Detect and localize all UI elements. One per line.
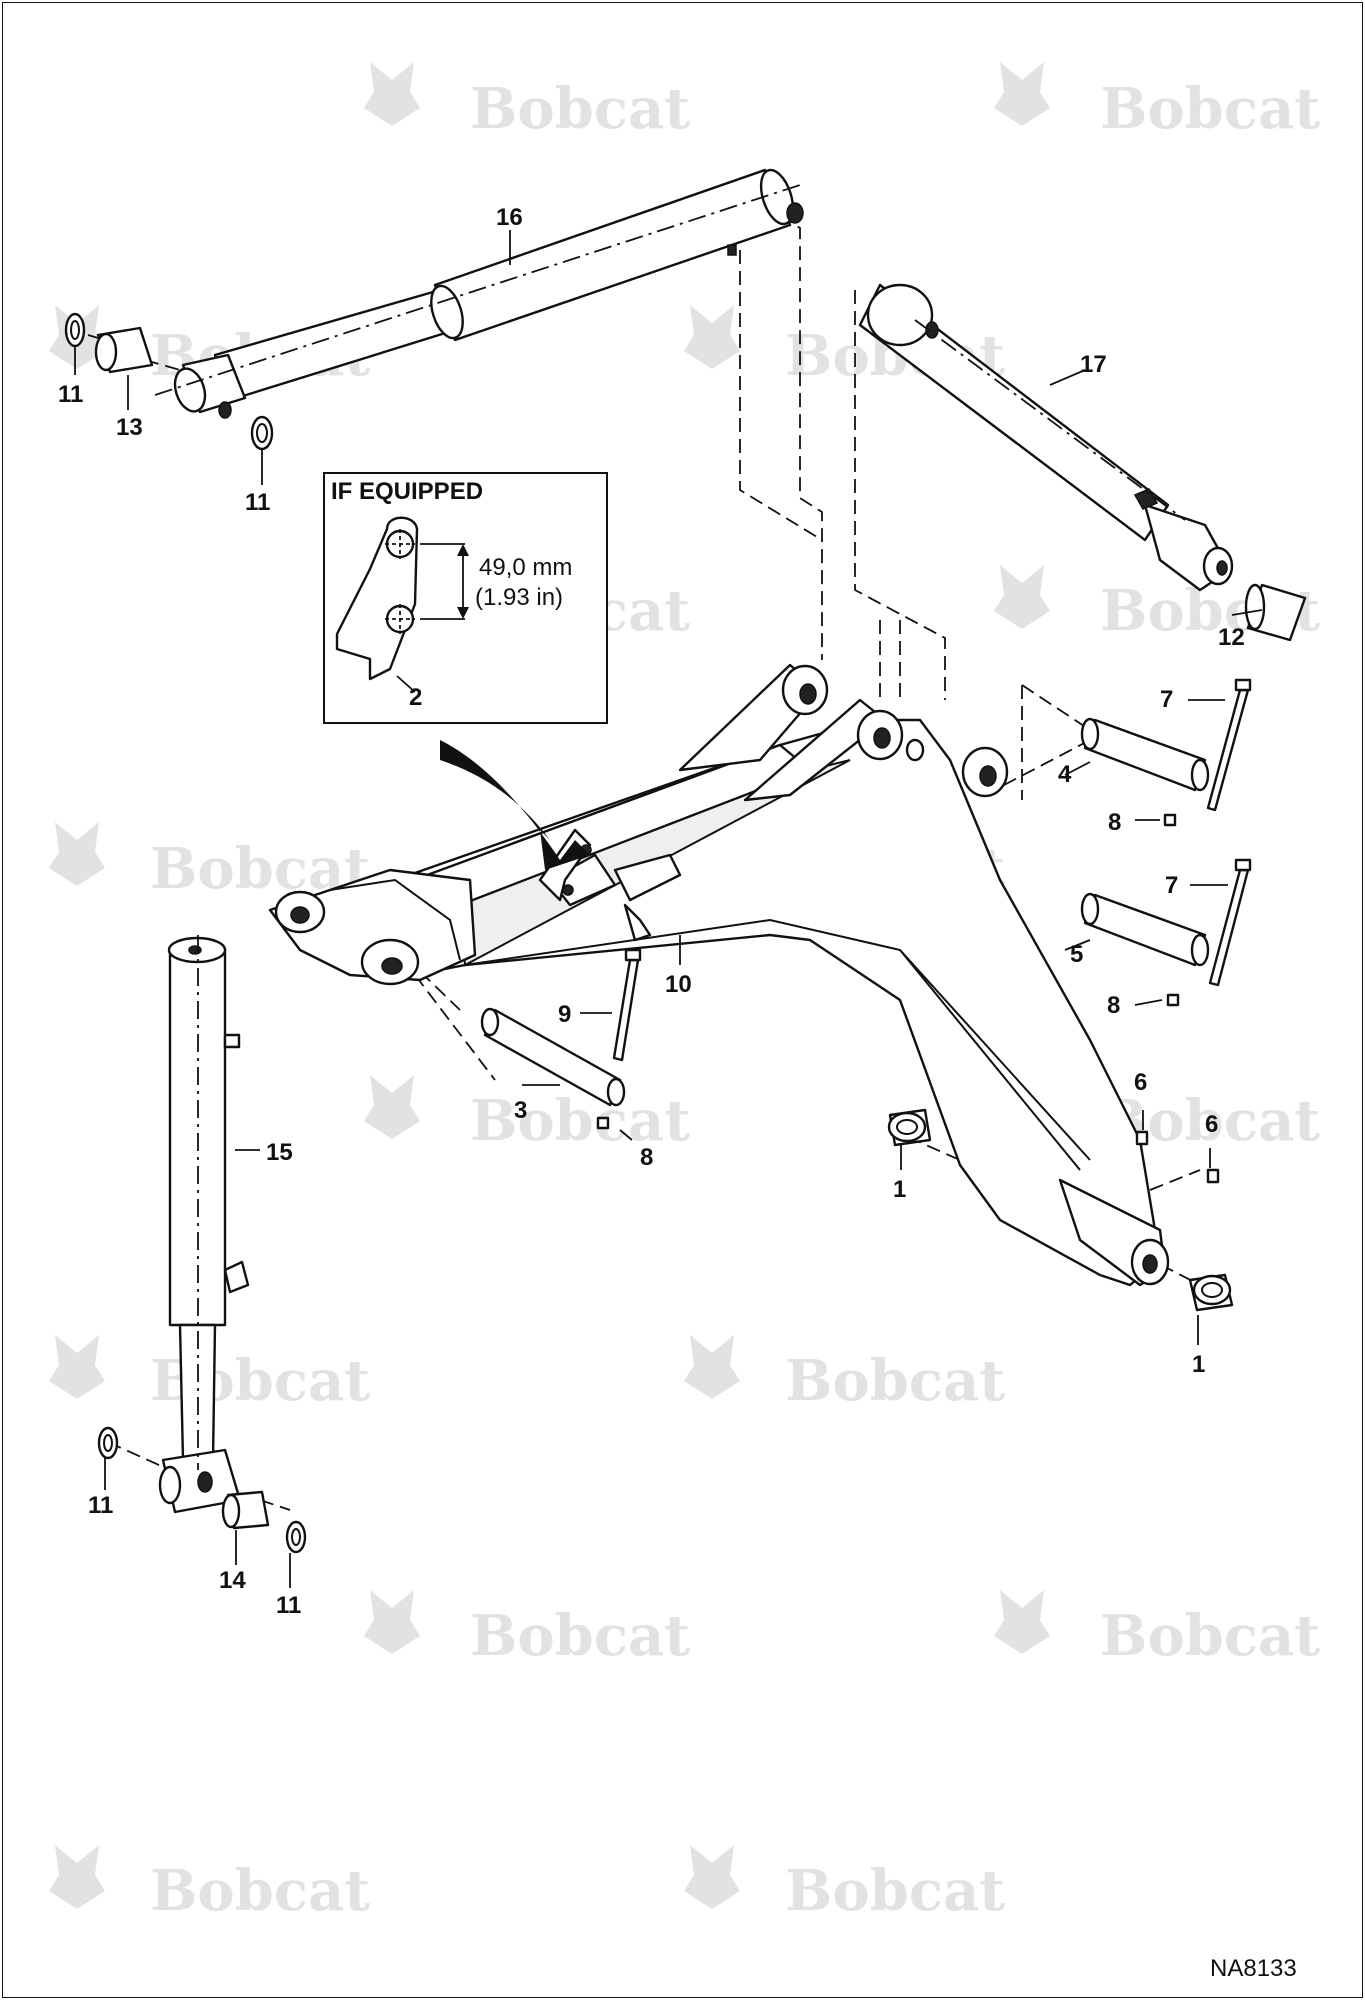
callout-1: 1 xyxy=(1192,1351,1205,1378)
washer-11-top-left xyxy=(64,312,86,348)
svg-text:Bobcat: Bobcat xyxy=(470,1088,690,1154)
callout-4: 4 xyxy=(1058,761,1072,788)
watermark-logo: Bobcat xyxy=(684,1845,1005,1924)
callout-12: 12 xyxy=(1218,624,1245,651)
dimension-inches: (1.93 in) xyxy=(475,584,564,611)
callout-15: 15 xyxy=(266,1139,293,1166)
callout-8: 8 xyxy=(640,1144,653,1171)
watermark-logo: Bobcat xyxy=(364,1075,690,1154)
watermark-logo: Bobcat xyxy=(684,1335,1005,1414)
arm-cylinder-16 xyxy=(154,168,804,419)
callout-14: 14 xyxy=(219,1567,246,1594)
bushing-1-left xyxy=(887,1108,932,1147)
grease-fitting-6-a xyxy=(1135,1130,1149,1146)
bushing-14 xyxy=(221,1490,270,1530)
bolt-7-upper xyxy=(1206,678,1252,812)
pin-bushing-13 xyxy=(94,326,154,374)
callout-17: 17 xyxy=(1080,351,1107,378)
callout-leaders xyxy=(74,230,1263,1588)
callout-11: 11 xyxy=(58,381,83,408)
inset-bracket-drawing xyxy=(335,516,469,693)
svg-text:Bobcat: Bobcat xyxy=(1100,76,1320,142)
callout-13: 13 xyxy=(116,414,143,441)
svg-text:Bobcat: Bobcat xyxy=(470,1603,690,1669)
callout-6: 6 xyxy=(1134,1069,1147,1096)
svg-text:Bobcat: Bobcat xyxy=(150,1858,370,1924)
svg-text:Bobcat: Bobcat xyxy=(785,1348,1005,1414)
callout-9: 9 xyxy=(558,1001,571,1028)
inset-title: IF EQUIPPED xyxy=(331,478,484,505)
bucket-cylinder-17 xyxy=(858,283,1234,592)
watermark-logo: Bobcat xyxy=(994,62,1320,142)
callout-5: 5 xyxy=(1070,941,1083,968)
bolt-7-lower xyxy=(1208,858,1252,987)
bolt-9 xyxy=(612,948,642,1062)
bushing-1-right xyxy=(1188,1273,1234,1312)
nut-8-lower xyxy=(1166,993,1180,1007)
pin-3 xyxy=(480,1007,626,1107)
watermark-logo: Bobcat xyxy=(49,822,370,902)
washer-11-top xyxy=(250,415,274,451)
callout-11: 11 xyxy=(88,1492,113,1519)
watermark-logo: Bobcat xyxy=(364,1590,690,1669)
bushing-12 xyxy=(1244,583,1307,642)
callout-7: 7 xyxy=(1160,686,1173,713)
dimension-mm: 49,0 mm xyxy=(479,554,573,581)
watermark-logo: Bobcat xyxy=(994,1590,1320,1669)
pin-5 xyxy=(1080,892,1210,967)
watermark-logo: Bobcat xyxy=(49,1845,370,1924)
callout-11: 11 xyxy=(245,489,270,516)
callout-8: 8 xyxy=(1107,992,1120,1019)
callout-6: 6 xyxy=(1205,1111,1218,1138)
inset-pointer-arrow xyxy=(440,740,590,870)
grease-fitting-6-b xyxy=(1206,1168,1220,1184)
callout-7: 7 xyxy=(1165,872,1178,899)
nut-8-center xyxy=(596,1116,610,1130)
callout-8: 8 xyxy=(1108,809,1121,836)
callout-16: 16 xyxy=(496,204,523,231)
boom-cylinder-15 xyxy=(158,935,250,1514)
watermark-logo: Bobcat xyxy=(364,62,690,142)
svg-text:Bobcat: Bobcat xyxy=(785,1858,1005,1924)
inset-if-equipped: IF EQUIPPED 49,0 mm (1.93 in) 2 xyxy=(323,472,608,724)
washer-11-bottom xyxy=(285,1520,307,1554)
figure-id: NA8133 xyxy=(1210,1955,1297,1982)
svg-text:Bobcat: Bobcat xyxy=(470,76,690,142)
callout-2: 2 xyxy=(409,684,423,711)
washer-11-bottom-left xyxy=(97,1426,119,1460)
arm-10 xyxy=(268,663,1170,1287)
pin-4 xyxy=(1080,717,1210,792)
nut-8-upper xyxy=(1163,813,1177,827)
svg-text:Bobcat: Bobcat xyxy=(1100,1603,1320,1669)
callout-1: 1 xyxy=(893,1176,906,1203)
callout-11: 11 xyxy=(276,1592,301,1619)
callout-labels: 16 11 13 11 17 12 7 4 8 7 5 8 9 10 3 8 6… xyxy=(58,204,1245,1619)
callout-10: 10 xyxy=(665,971,692,998)
callout-3: 3 xyxy=(514,1097,527,1124)
